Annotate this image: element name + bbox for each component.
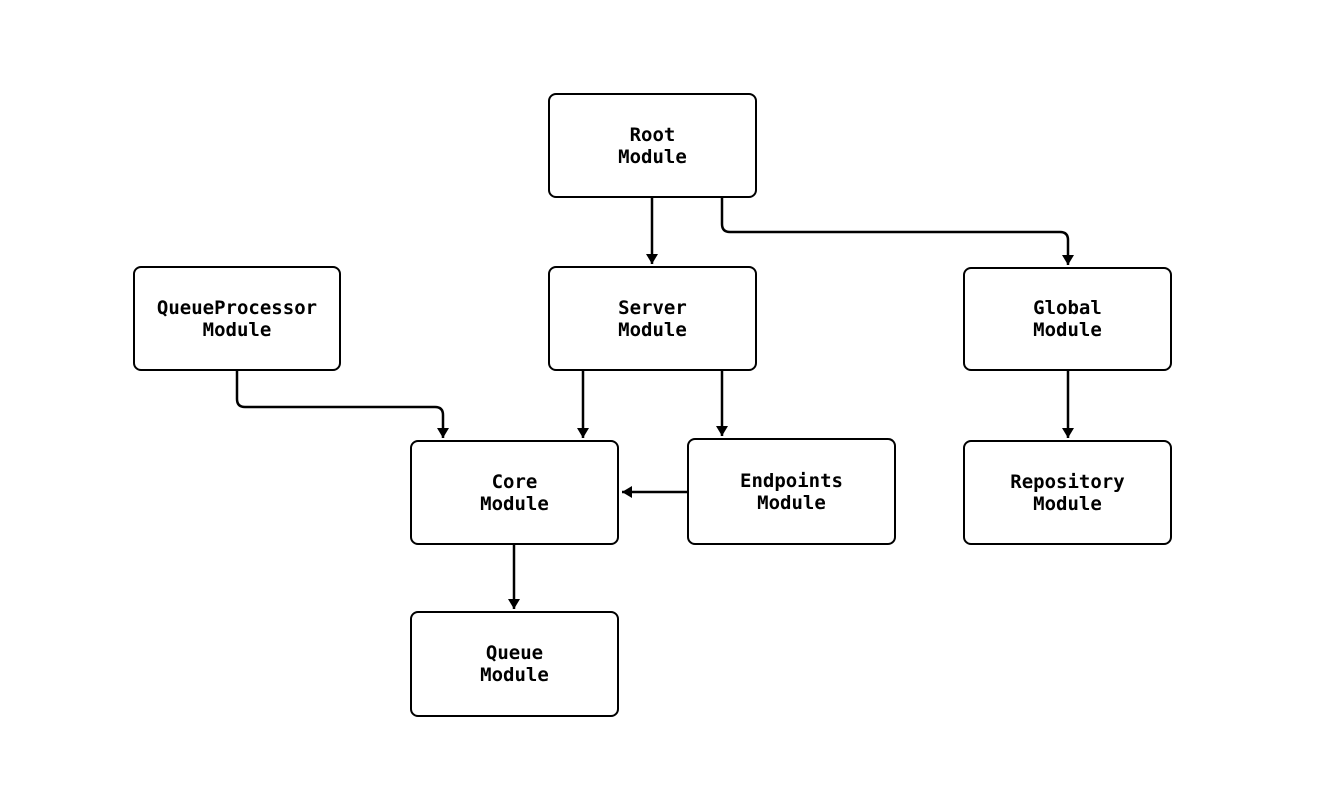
edge-root-global bbox=[720, 198, 1074, 265]
module-node-server: Server Module bbox=[548, 266, 757, 371]
module-node-queueprocessor: QueueProcessor Module bbox=[133, 266, 341, 371]
module-node-core: Core Module bbox=[410, 440, 619, 545]
edge-queueprocessor-core bbox=[235, 371, 449, 438]
module-node-root: Root Module bbox=[548, 93, 757, 198]
module-node-repository: Repository Module bbox=[963, 440, 1172, 545]
edges-group bbox=[235, 198, 1074, 609]
module-node-queue: Queue Module bbox=[410, 611, 619, 717]
module-node-global: Global Module bbox=[963, 267, 1172, 371]
module-node-endpoints: Endpoints Module bbox=[687, 438, 896, 545]
